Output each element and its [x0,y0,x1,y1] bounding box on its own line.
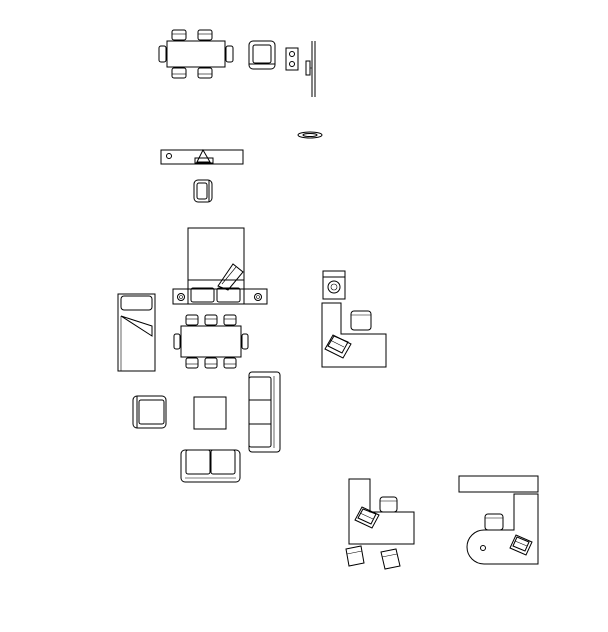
office-desk-with-visitor-chairs [345,478,415,570]
small-armchair [193,179,213,203]
dining-set-six-seat [158,29,234,79]
tv-console [160,148,244,165]
lounge-chair [132,395,167,429]
single-bed [117,293,156,372]
ceiling-light [297,131,323,139]
double-bed-with-nightstands [172,227,268,305]
armchair-top-view [248,40,276,70]
dining-set-eight-seat [173,314,249,369]
coffee-table [193,396,227,430]
wall-mounted-tv [305,41,316,97]
three-seat-sofa [248,371,281,453]
washer-dryer [322,270,346,300]
two-seat-sofa [180,449,241,483]
curved-executive-desk [458,475,539,565]
wall-speaker [285,47,299,71]
l-shaped-desk [321,302,387,368]
